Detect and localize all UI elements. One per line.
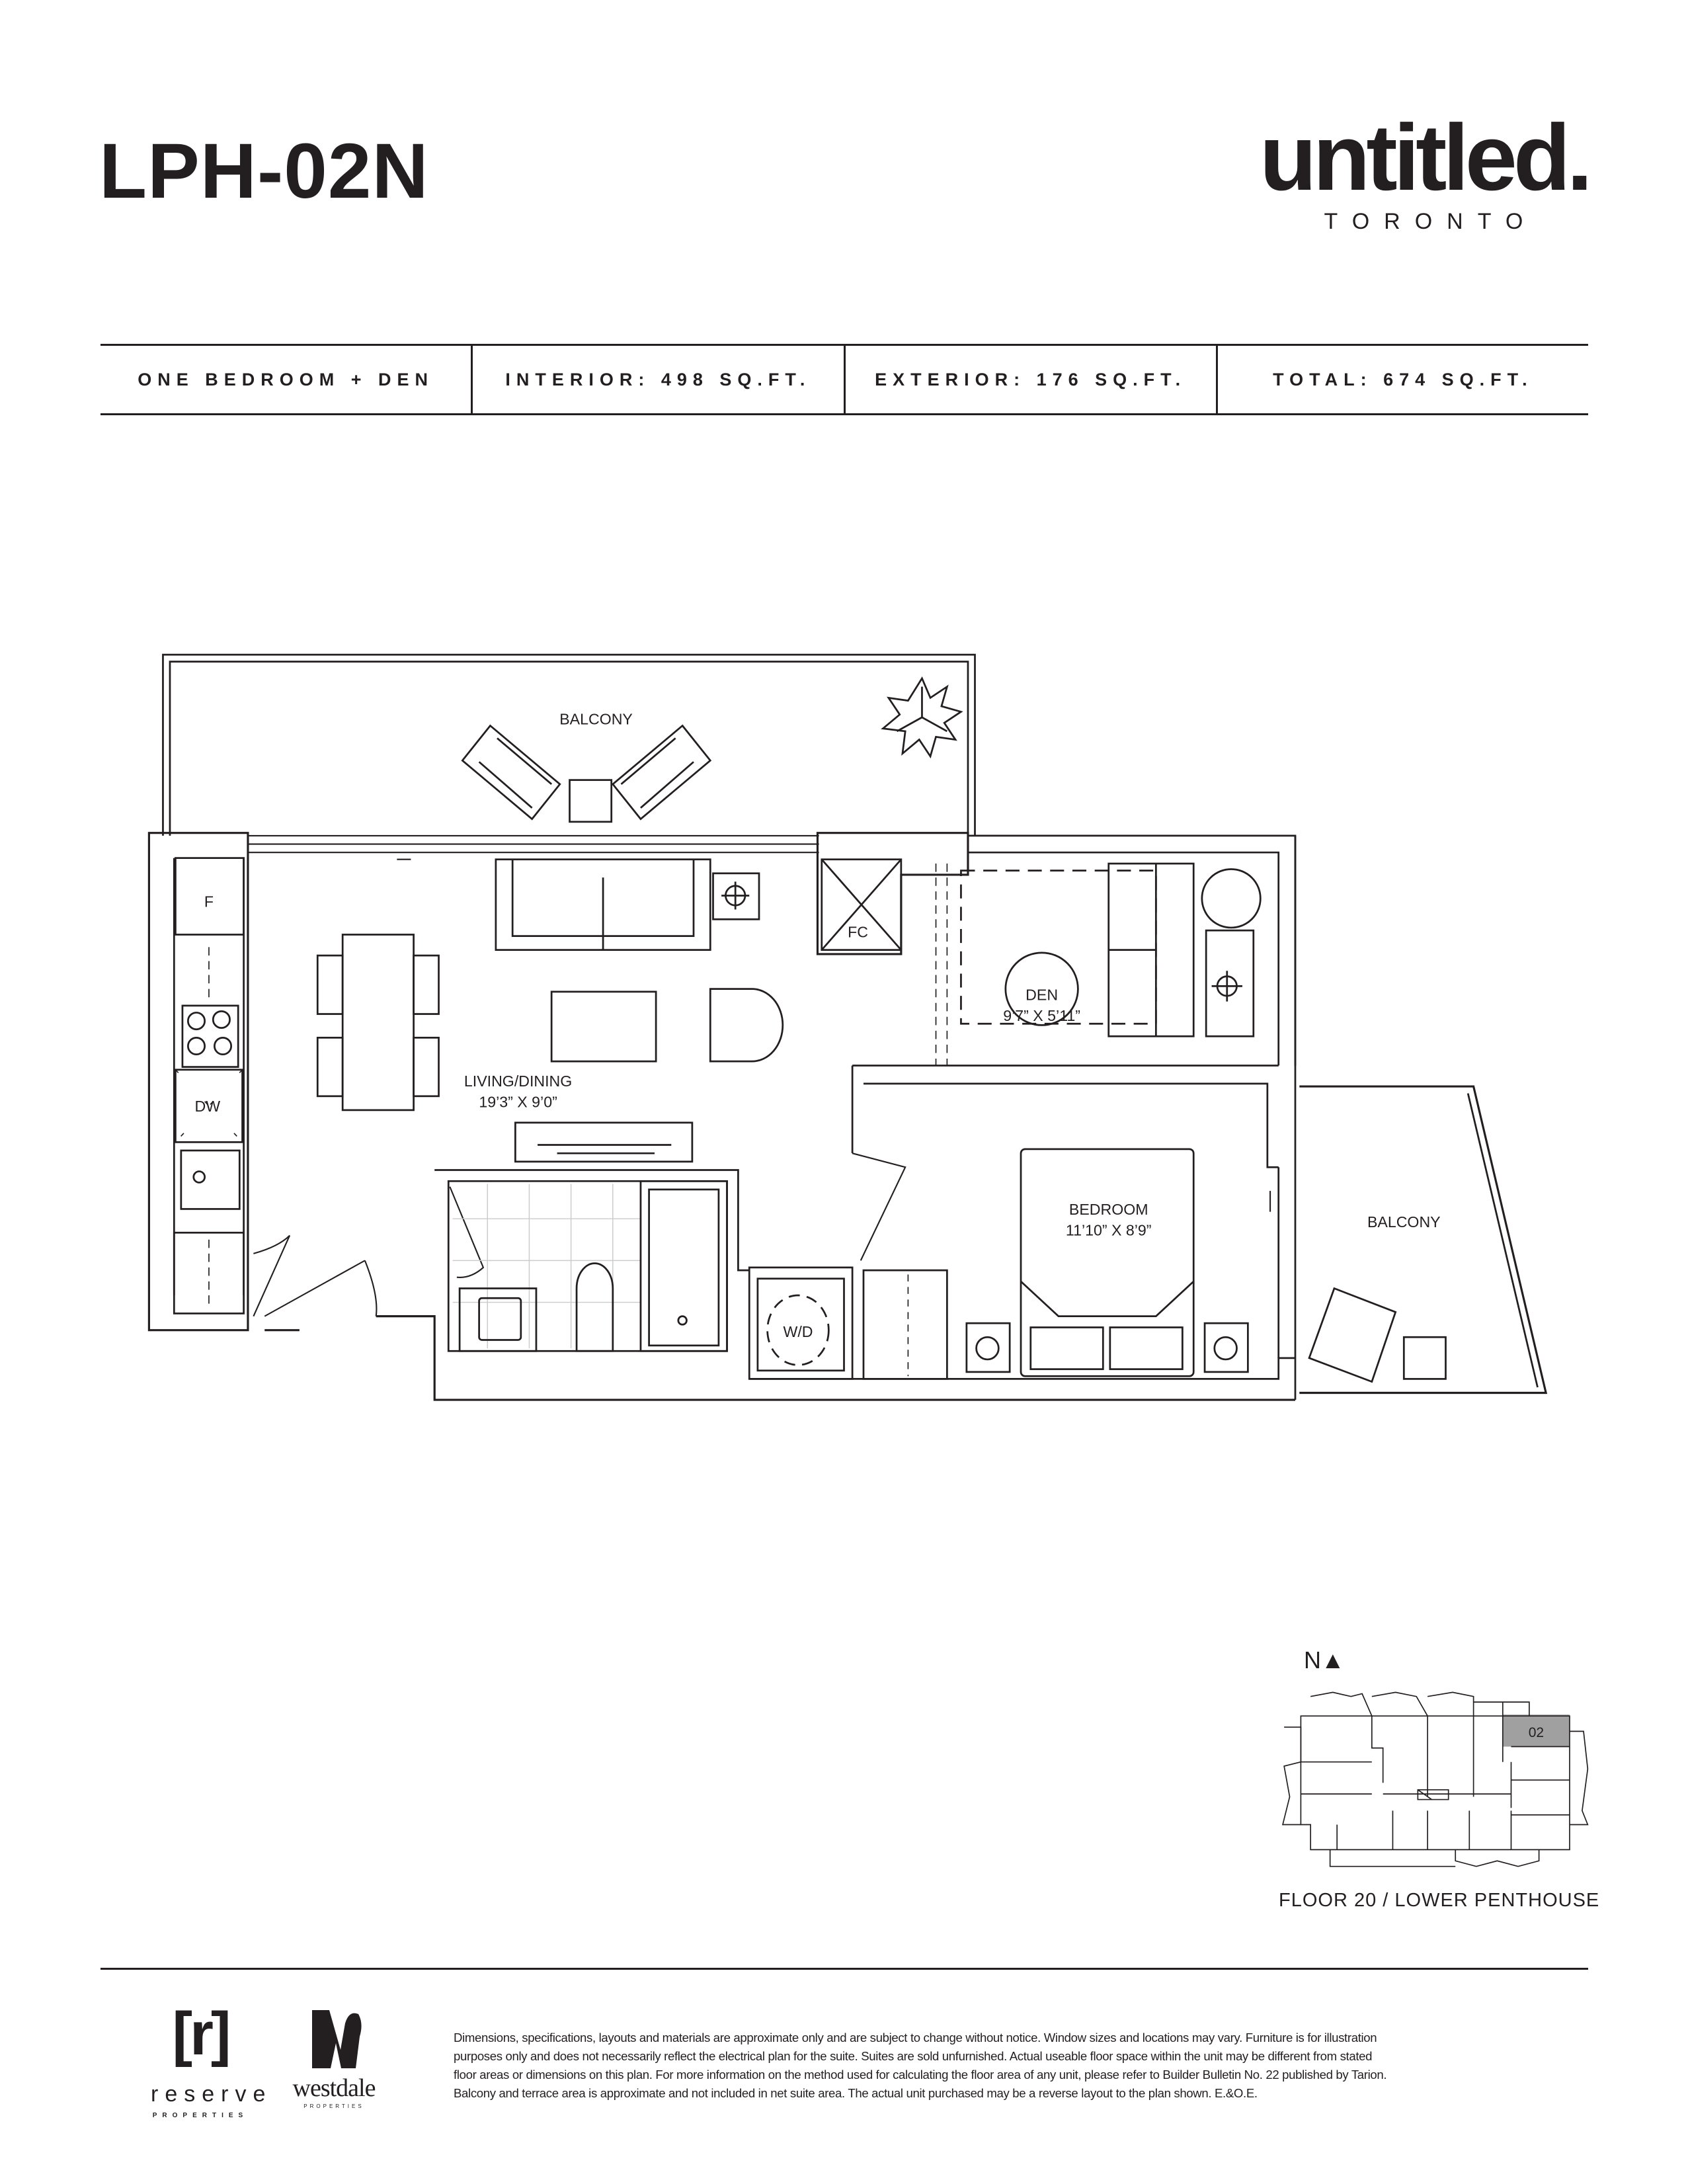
living-dining: LIVING/DINING 19’3” X 9’0” BALCONY: [316, 710, 784, 1163]
brand-city: TORONTO: [1324, 209, 1538, 234]
balcony-side-table: [1402, 1336, 1447, 1380]
bedroom-label: BEDROOM: [1069, 1201, 1148, 1218]
closet: [173, 1231, 245, 1314]
tv-console: [514, 1121, 694, 1163]
dining-chair: [413, 1036, 440, 1098]
living-dining-size: 19’3” X 9’0”: [479, 1094, 557, 1111]
disclaimer-line: Dimensions, specifications, layouts and …: [454, 2031, 1377, 2044]
planter-icon: [881, 676, 963, 759]
brand-logo: untitled. TORONTO: [1259, 105, 1593, 233]
laundry: W/D: [756, 1274, 909, 1377]
fridge: [175, 857, 245, 936]
den: DEN 9’7” X 5’11”: [960, 862, 1262, 1037]
floor-label: FLOOR 20 / LOWER PENTHOUSE: [1279, 1890, 1600, 1911]
nightstand: [965, 1322, 1011, 1373]
pillow: [1109, 1326, 1184, 1371]
nightstand: [1203, 1322, 1249, 1373]
spec-suite-type: ONE BEDROOM + DEN: [138, 369, 434, 389]
keyplan-unit-tag: 02: [1529, 1725, 1544, 1740]
fridge-label: F: [204, 893, 214, 910]
den-size: 9’7” X 5’11”: [1003, 1007, 1080, 1024]
bedroom: BEDROOM 11’10” X 8’9”: [965, 1148, 1249, 1377]
north-balcony: [162, 653, 976, 836]
westdale-properties-logo: westdale PROPERTIES: [291, 2010, 377, 2109]
coffee-table: [550, 991, 657, 1063]
spec-interior: INTERIOR: 498 SQ.FT.: [471, 346, 843, 413]
disclaimer-line: Balcony and terrace area is approximate …: [454, 2086, 1258, 2100]
east-balcony: BALCONY: [1299, 1085, 1548, 1395]
den-label: DEN: [1025, 986, 1058, 1003]
bed: [1020, 1148, 1195, 1377]
cooktop-icon: [181, 1004, 239, 1068]
washer-dryer-label: W/D: [783, 1323, 813, 1340]
dining-chair: [316, 1036, 344, 1098]
footer-divider: [100, 1968, 1588, 1970]
westdale-mark-icon: [312, 2010, 362, 2068]
kitchen: F DW: [173, 857, 245, 1314]
vanity: [458, 1287, 538, 1352]
unit-title: LPH-02N: [99, 128, 429, 215]
bathtub: [639, 1180, 728, 1352]
doors: [253, 858, 1271, 1317]
spec-bar: ONE BEDROOM + DEN INTERIOR: 498 SQ.FT. E…: [100, 344, 1588, 415]
fan-coil-label: FC: [848, 924, 868, 941]
living-dining-label: LIVING/DINING: [464, 1072, 572, 1090]
dishwasher-label: DW: [195, 1098, 221, 1115]
reserve-name: reserve: [151, 2082, 272, 2107]
north-arrow-icon: N▲: [1304, 1646, 1345, 1674]
spec-exterior: EXTERIOR: 176 SQ.FT.: [843, 346, 1216, 413]
disclaimer: Dimensions, specifications, layouts and …: [454, 2029, 1591, 2103]
pillow: [1029, 1326, 1104, 1371]
bathroom: [452, 1180, 728, 1352]
keyplan-unit-highlight: [1502, 1715, 1570, 1747]
westdale-sub: PROPERTIES: [303, 2103, 364, 2109]
fan-coil: FC: [821, 858, 903, 951]
den-side-table: [1201, 868, 1262, 929]
sink-icon: [180, 1149, 241, 1210]
walls: [147, 832, 1297, 1401]
east-balcony-label: BALCONY: [1367, 1213, 1441, 1231]
disclaimer-line: floor areas or dimensions on this plan. …: [454, 2068, 1387, 2082]
dining-chair: [413, 954, 440, 1015]
disclaimer-line: purposes only and does not necessarily r…: [454, 2049, 1373, 2063]
dining-chair: [316, 954, 344, 1015]
toilet: [575, 1262, 614, 1352]
reserve-mark: [r]: [172, 2000, 231, 2068]
dishwasher: [175, 1069, 243, 1143]
reserve-sub: PROPERTIES: [152, 2112, 249, 2119]
dining-table: [341, 934, 415, 1112]
balcony-chair: [1308, 1287, 1397, 1383]
balcony-chair-right: [611, 724, 712, 821]
brand-name: untitled.: [1259, 105, 1593, 210]
spec-total: TOTAL: 674 SQ.FT.: [1215, 346, 1588, 413]
balcony-chair-left: [461, 724, 561, 821]
bedroom-size: 11’10” X 8’9”: [1066, 1221, 1152, 1238]
westdale-name: westdale: [292, 2074, 376, 2102]
reserve-properties-logo: [r] reserve PROPERTIES: [151, 2000, 272, 2119]
balcony-side-table: [569, 779, 613, 823]
floor-lamp: [712, 872, 760, 920]
north-balcony-label: BALCONY: [559, 710, 633, 727]
keyplan: 02: [1281, 1691, 1589, 1867]
armchair: [709, 988, 784, 1063]
den-table: [1004, 951, 1079, 1026]
